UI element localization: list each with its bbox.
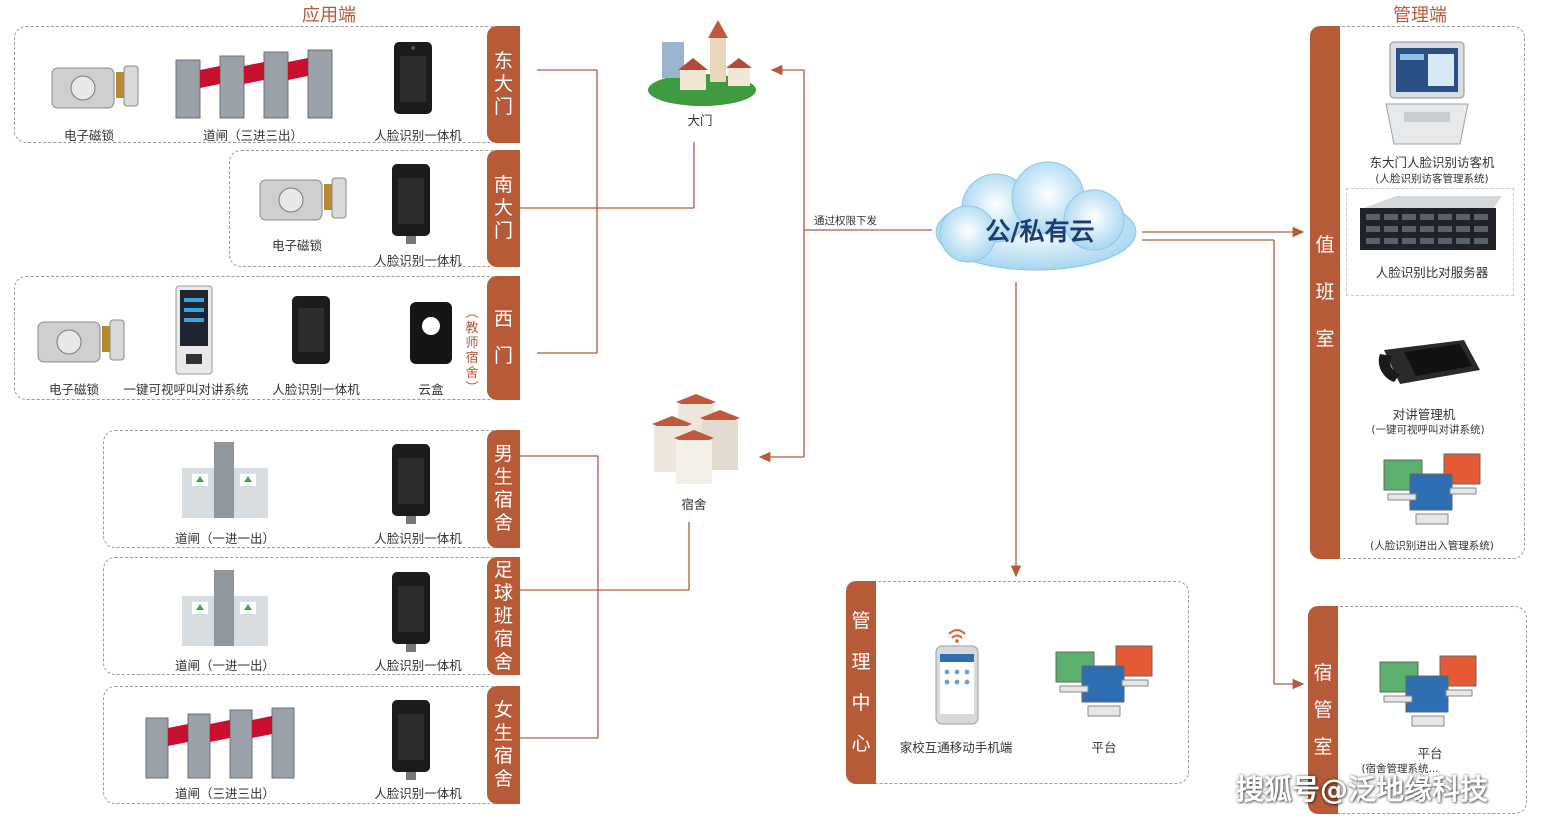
mobile-app-label: 家校互通移动手机端 [899, 740, 1013, 755]
dorm-label: 宿舍 [681, 497, 707, 512]
dorm-platform-label: 平台 [1417, 746, 1443, 761]
intercom-manager-label: 对讲管理机 [1392, 407, 1456, 422]
magnetic-lock-icon [259, 177, 347, 221]
campus-gate-icon [648, 20, 756, 106]
access-system-sub: (人脸识别进出入管理系统) [1370, 540, 1494, 552]
boys-dorm-tab: 男生宿舍 [487, 430, 520, 548]
dorm-mgmt-tab: 宿管室 [1308, 606, 1338, 814]
girls-item-face-label: 人脸识别一体机 [374, 786, 462, 801]
mobile-phone-icon [935, 629, 979, 725]
cloud-box-icon [410, 302, 452, 364]
football-item-turnstile-label: 道闸（一进一出） [174, 658, 276, 673]
girls-item-turnstile-label: 道闸（三进三出） [174, 786, 276, 801]
face-terminal-icon [394, 42, 432, 114]
intercom-manager-icon [1378, 340, 1480, 384]
west-item-intercom-label: 一键可视呼叫对讲系统 [123, 382, 249, 397]
west-item-face-label: 人脸识别一体机 [272, 382, 360, 397]
cloud-label: 公/私有云 [985, 217, 1095, 246]
boys-item-turnstile-label: 道闸（一进一出） [174, 531, 276, 546]
face-terminal-icon [292, 296, 330, 364]
boys-item-face-label: 人脸识别一体机 [374, 531, 462, 546]
football-item-face-label: 人脸识别一体机 [374, 658, 462, 673]
computers-icon [1379, 655, 1477, 727]
watermark: 搜狐号@泛地缘科技 [1236, 773, 1489, 806]
gate-label: 大门 [687, 113, 713, 128]
girls-dorm-tab: 女生宿舍 [487, 686, 520, 804]
football-dorm-tab: 足球班宿舍 [487, 557, 520, 675]
app-side-title: 应用端 [302, 5, 356, 26]
face-terminal-icon [392, 164, 430, 244]
east-item-turnstile-label: 道闸（三进三出） [202, 128, 304, 143]
east-item-face-label: 人脸识别一体机 [374, 128, 462, 143]
server-box [1346, 188, 1514, 296]
west-gate-note: ︵教师宿舍︶ [465, 306, 479, 396]
mgmt-platform-label: 平台 [1091, 740, 1117, 755]
computers-icon [1055, 645, 1153, 717]
single-turnstile-icon [182, 442, 268, 518]
turnstile-icon [175, 49, 333, 119]
dorm-platform-sub: (宿舍管理系统... [1361, 763, 1439, 775]
intercom-manager-sub: (一键可视呼叫对讲系统) [1371, 424, 1485, 436]
single-turnstile-icon [182, 570, 268, 646]
face-terminal-icon [392, 700, 430, 780]
magnetic-lock-icon [37, 319, 125, 363]
duty-room-tab: 值班室 [1310, 26, 1340, 559]
computers-icon [1383, 453, 1481, 525]
south-item-face-label: 人脸识别一体机 [374, 253, 462, 268]
west-item-cloudbox-label: 云盒 [418, 382, 444, 397]
server-icon [1360, 196, 1502, 250]
cloud-icon [935, 161, 1137, 271]
dormitory-buildings-icon [652, 394, 740, 484]
turnstile-icon [145, 707, 295, 779]
visitor-machine-sub: (人脸识别访客管理系统) [1375, 173, 1489, 185]
mgmt-center-tab: 管理中心 [846, 581, 876, 784]
mgmt-side-title: 管理端 [1393, 5, 1447, 26]
east-item-lock-label: 电子磁锁 [63, 128, 115, 143]
magnetic-lock-icon [51, 65, 139, 109]
visitor-machine-label: 东大门人脸识别访客机 [1369, 155, 1495, 170]
south-gate-tab: 南大门 [487, 150, 520, 267]
south-item-lock-label: 电子磁锁 [271, 238, 323, 253]
face-terminal-icon [392, 444, 430, 524]
permission-label: 通过权限下发 [814, 215, 877, 227]
west-item-lock-label: 电子磁锁 [48, 382, 100, 397]
east-gate-tab: 东大门 [487, 26, 520, 143]
server-label: 人脸识别比对服务器 [1375, 265, 1489, 280]
face-terminal-icon [392, 572, 430, 652]
west-gate-tab: 西门 [487, 276, 520, 400]
intercom-terminal-icon [175, 285, 213, 375]
visitor-kiosk-icon [1385, 41, 1469, 145]
